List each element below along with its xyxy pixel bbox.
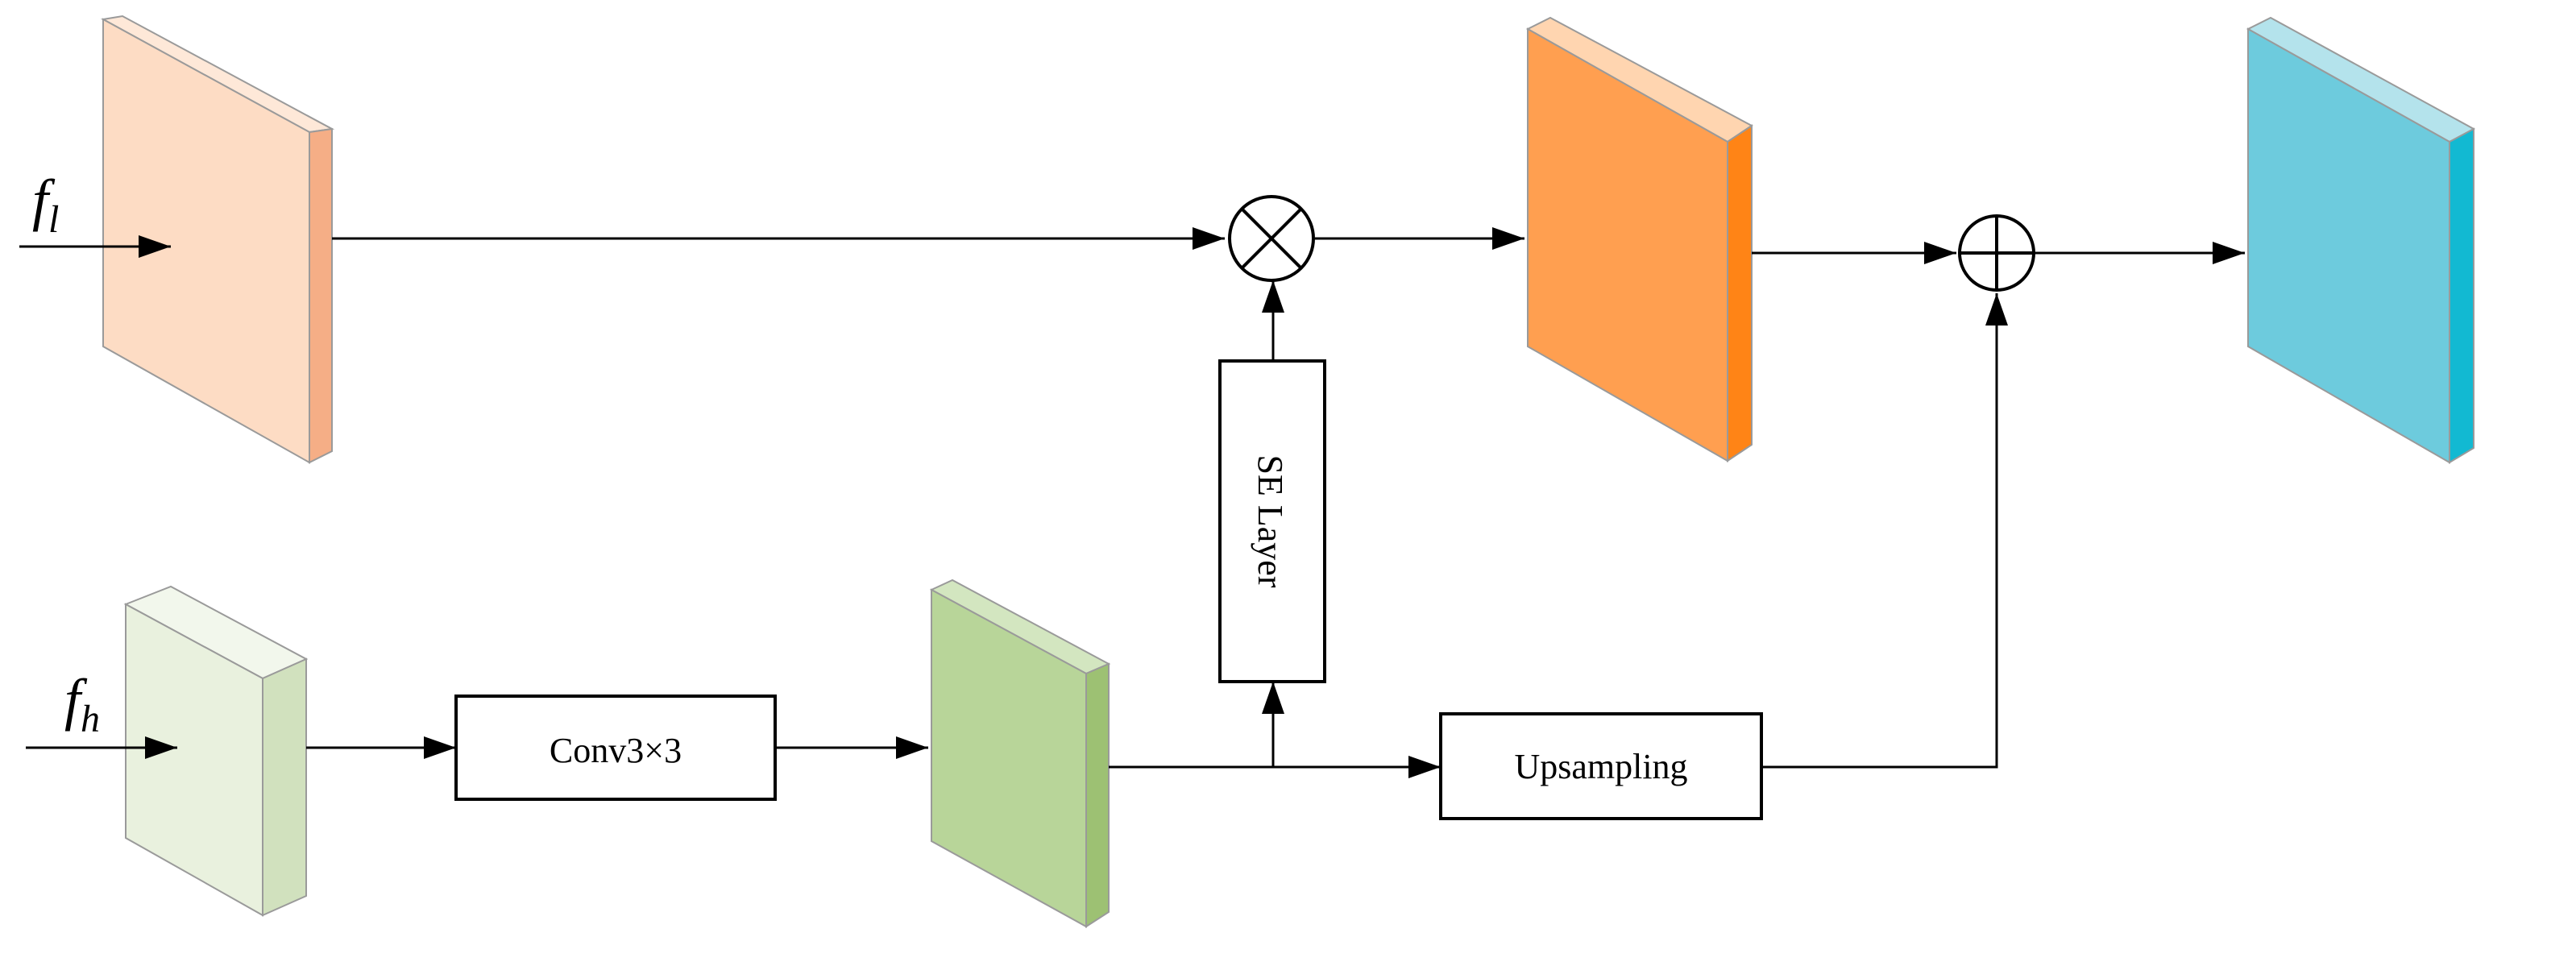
low-level-input-subscript: l	[48, 198, 59, 241]
upsampling-box-label: Upsampling	[1514, 747, 1687, 786]
high-feature-side	[262, 657, 307, 917]
output-feature-side	[2449, 127, 2474, 464]
add-operator	[1958, 214, 2035, 292]
high-level-input-label: fh	[64, 667, 100, 740]
se-layer-box-frame	[1218, 359, 1326, 683]
weighted-feature-side	[1727, 124, 1753, 462]
multiply-operator	[1228, 195, 1315, 282]
multiply-cross-b	[1240, 207, 1303, 270]
low-feature-side	[309, 127, 333, 464]
conv-box-label: Conv3×3	[550, 731, 682, 770]
connections	[19, 227, 2245, 778]
conv-feature-side	[1085, 662, 1110, 928]
conv-feature-map	[929, 578, 1111, 928]
upsampling-to-add-arrow	[1761, 293, 2008, 769]
high-level-feature-map	[123, 585, 309, 917]
conv-box: Conv3×3	[454, 695, 777, 801]
se-layer-box-label: SE Layer	[1251, 455, 1290, 588]
conv-box-frame	[454, 695, 777, 801]
weighted-feature-front	[1527, 27, 1728, 462]
high-level-input-subscript: h	[81, 698, 100, 740]
conv-feature-front	[931, 588, 1087, 928]
high-feature-front	[125, 603, 263, 917]
se-layer-box: SE Layer	[1218, 359, 1326, 683]
upsampling-box: Upsampling	[1439, 712, 1763, 820]
low-level-feature-map	[100, 15, 335, 464]
upsampling-box-frame	[1439, 712, 1763, 820]
low-feature-front	[102, 18, 310, 464]
output-feature-map	[2246, 16, 2476, 464]
weighted-feature-map	[1525, 16, 1753, 462]
low-level-input-label: fl	[32, 168, 59, 241]
output-feature-front	[2247, 27, 2450, 464]
